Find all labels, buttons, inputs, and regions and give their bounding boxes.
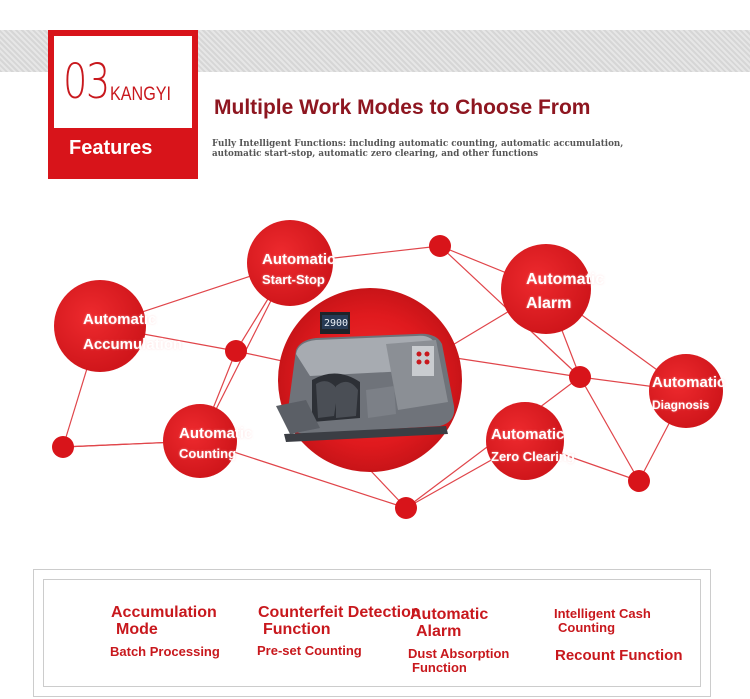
page-title: Multiple Work Modes to Choose From bbox=[214, 96, 591, 119]
node-label-start-stop: Automatic Start-Stop bbox=[262, 251, 336, 287]
small-node bbox=[225, 340, 247, 362]
small-node bbox=[395, 497, 417, 519]
node-start-stop bbox=[247, 220, 333, 306]
features-box bbox=[33, 569, 711, 697]
badge-panel: 03 KANGYI bbox=[54, 36, 192, 128]
node-diagnosis bbox=[649, 354, 723, 428]
small-node bbox=[429, 235, 451, 257]
node-label-counting: Automatic Counting bbox=[179, 425, 253, 461]
small-node bbox=[569, 366, 591, 388]
feature-dust-absorption: Dust Absorption Function bbox=[408, 646, 510, 675]
feature-network bbox=[52, 220, 723, 519]
node-label-diagnosis: Automatic Diagnosis bbox=[652, 374, 726, 412]
section-badge: 03 KANGYI Features bbox=[48, 30, 198, 179]
small-node bbox=[52, 436, 74, 458]
feature-intelligent-cash-counting: Intelligent Cash Counting bbox=[554, 606, 651, 635]
node-alarm bbox=[501, 244, 591, 334]
feature-recount-function: Recount Function bbox=[555, 647, 683, 664]
node-label-accumulation: Automatic Accumulation bbox=[83, 311, 183, 353]
node-label-zero-clearing: Automatic Zero Clearing bbox=[491, 426, 575, 464]
node-zero-clearing bbox=[486, 402, 564, 480]
features-box-inner bbox=[43, 579, 701, 687]
subtitle-line-2: automatic start-stop, automatic zero cle… bbox=[212, 148, 539, 159]
section-label: Features bbox=[69, 137, 153, 159]
feature-counterfeit-detection: Counterfeit Detection Function bbox=[258, 604, 421, 638]
feature-automatic-alarm: Automatic Alarm bbox=[410, 606, 489, 640]
machine-display: 2900 bbox=[324, 318, 348, 329]
node-label-alarm: Automatic Alarm bbox=[526, 271, 605, 312]
small-node bbox=[628, 470, 650, 492]
section-number: 03 bbox=[63, 54, 110, 110]
feature-accumulation-mode: Accumulation Mode bbox=[111, 604, 217, 638]
money-counter-image: 2900 bbox=[276, 312, 455, 442]
brand-name: KANGYI bbox=[110, 84, 172, 105]
node-counting bbox=[163, 404, 237, 478]
feature-preset-counting: Pre-set Counting bbox=[257, 643, 362, 658]
node-accumulation bbox=[54, 280, 146, 372]
feature-batch-processing: Batch Processing bbox=[110, 644, 220, 659]
subtitle-line-1: Fully Intelligent Functions: including a… bbox=[212, 138, 624, 149]
